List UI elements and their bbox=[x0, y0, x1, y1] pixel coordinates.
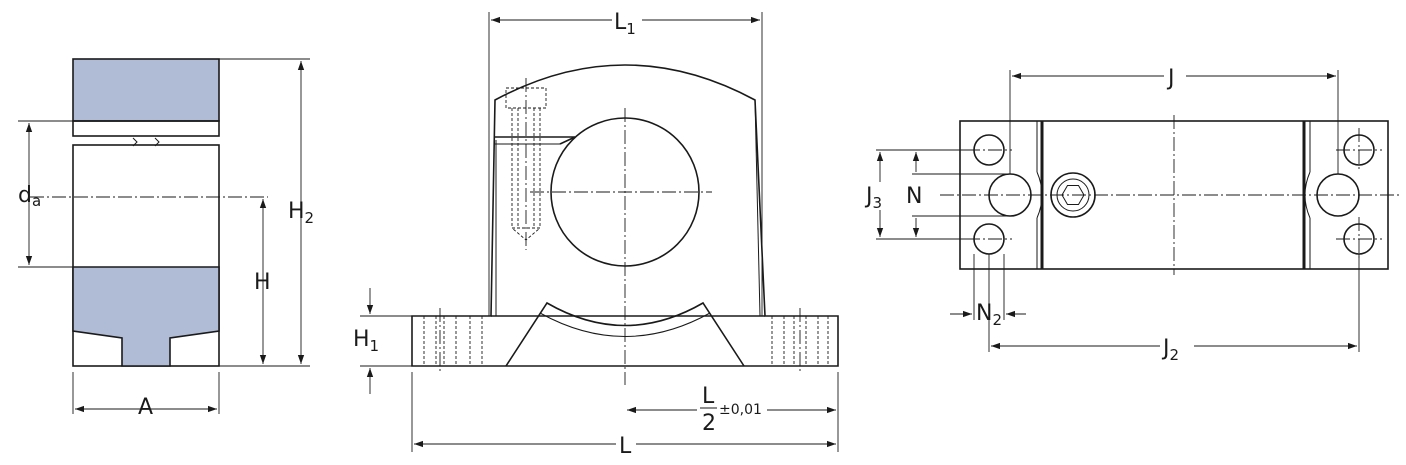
label-J2: J2 bbox=[1161, 336, 1179, 364]
label-L1: L1 bbox=[614, 10, 636, 38]
lower-insert bbox=[72, 266, 220, 367]
front-view: L1 H1 L L 2 ±0,01 bbox=[353, 8, 839, 459]
label-H: H bbox=[254, 270, 271, 295]
base-relief bbox=[505, 301, 745, 367]
label-H1: H1 bbox=[353, 327, 379, 355]
label-J: J bbox=[1166, 66, 1175, 91]
side-section-view: da H2 H A bbox=[18, 58, 314, 420]
upper-insert bbox=[72, 58, 220, 122]
label-L: L bbox=[619, 434, 632, 459]
label-L-half-num: L bbox=[702, 384, 715, 409]
shaft-thin-strip bbox=[72, 120, 220, 137]
label-N2: N2 bbox=[976, 301, 1002, 329]
label-N: N bbox=[906, 184, 922, 209]
label-J3: J3 bbox=[864, 184, 882, 212]
label-L-half-den: 2 bbox=[702, 411, 716, 436]
label-H2: H2 bbox=[288, 199, 314, 227]
label-L-half-tol: ±0,01 bbox=[719, 402, 762, 418]
top-view: J J2 J3 N N2 bbox=[864, 64, 1400, 364]
label-A: A bbox=[138, 395, 153, 420]
label-da: da bbox=[18, 183, 41, 210]
